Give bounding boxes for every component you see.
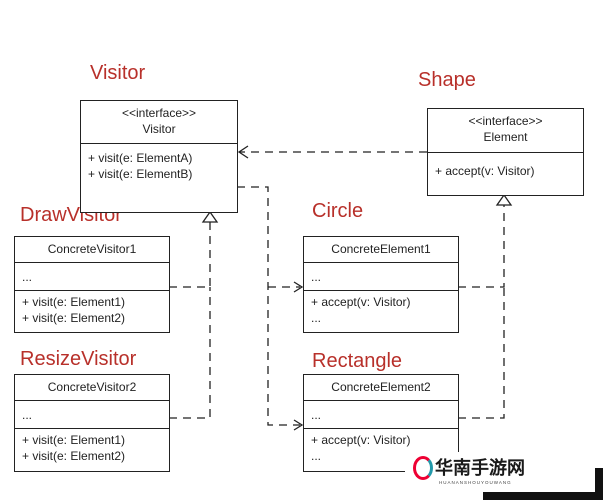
class-visitor: <<interface>> Visitor + visit(e: Element… — [80, 100, 238, 213]
class-concrete-visitor1: ConcreteVisitor1 ... + visit(e: Element1… — [14, 236, 170, 333]
class-concrete-visitor2: ConcreteVisitor2 ... + visit(e: Element1… — [14, 374, 170, 472]
label-rectangle: Rectangle — [312, 350, 403, 372]
class-name: ConcreteElement2 — [304, 375, 458, 401]
fields: ... — [304, 401, 458, 429]
fields: ... — [15, 263, 169, 291]
cv1-realizes-visitor — [169, 222, 211, 288]
method: + visit(e: Element2) — [22, 311, 126, 325]
method: + visit(e: Element2) — [22, 449, 126, 463]
method: + visit(e: ElementB) — [88, 167, 193, 181]
method: + accept(v: Visitor) — [435, 164, 535, 178]
class-concrete-element1: ConcreteElement1 ... + accept(v: Visitor… — [303, 236, 459, 333]
open-arrowhead-icon — [293, 419, 304, 431]
class-name: ConcreteVisitor1 — [15, 237, 169, 263]
label-resize-visitor: ResizeVisitor — [20, 348, 137, 370]
method: + visit(e: Element1) — [22, 295, 126, 309]
inheritance-triangle-icon — [201, 210, 219, 223]
fields: ... — [15, 401, 169, 429]
watermark-logo-icon — [413, 456, 433, 480]
method: ... — [311, 449, 322, 463]
class-element: <<interface>> Element + accept(v: Visito… — [427, 108, 584, 196]
class-name: ConcreteElement1 — [304, 237, 458, 263]
watermark-text: 华南手游网 — [435, 458, 525, 479]
method: + accept(v: Visitor) — [311, 433, 411, 447]
watermark: 华南手游网 HUANANSHOUYOUWANG — [405, 452, 603, 500]
method: + accept(v: Visitor) — [311, 295, 411, 309]
stereotype: <<interface>> — [468, 114, 543, 128]
method: + visit(e: Element1) — [22, 433, 126, 447]
class-name: ConcreteVisitor2 — [15, 375, 169, 401]
visitor-to-elements-dependency — [237, 186, 300, 426]
ce1-realizes-element — [458, 205, 505, 288]
inheritance-triangle-icon — [495, 193, 513, 206]
class-name: Element — [483, 130, 528, 144]
label-shape: Shape — [418, 69, 476, 91]
cv2-realizes-visitor — [169, 287, 211, 419]
fields: ... — [304, 263, 458, 291]
ce2-realizes-element — [458, 287, 505, 419]
label-visitor: Visitor — [90, 62, 146, 84]
open-arrowhead-icon — [237, 145, 249, 159]
class-name: Visitor — [142, 122, 176, 136]
stereotype: <<interface>> — [121, 106, 197, 120]
watermark-subtext: HUANANSHOUYOUWANG — [439, 480, 512, 485]
method: ... — [311, 311, 322, 325]
open-arrowhead-icon — [293, 281, 304, 293]
method: + visit(e: ElementA) — [88, 151, 193, 165]
label-circle: Circle — [312, 200, 364, 222]
